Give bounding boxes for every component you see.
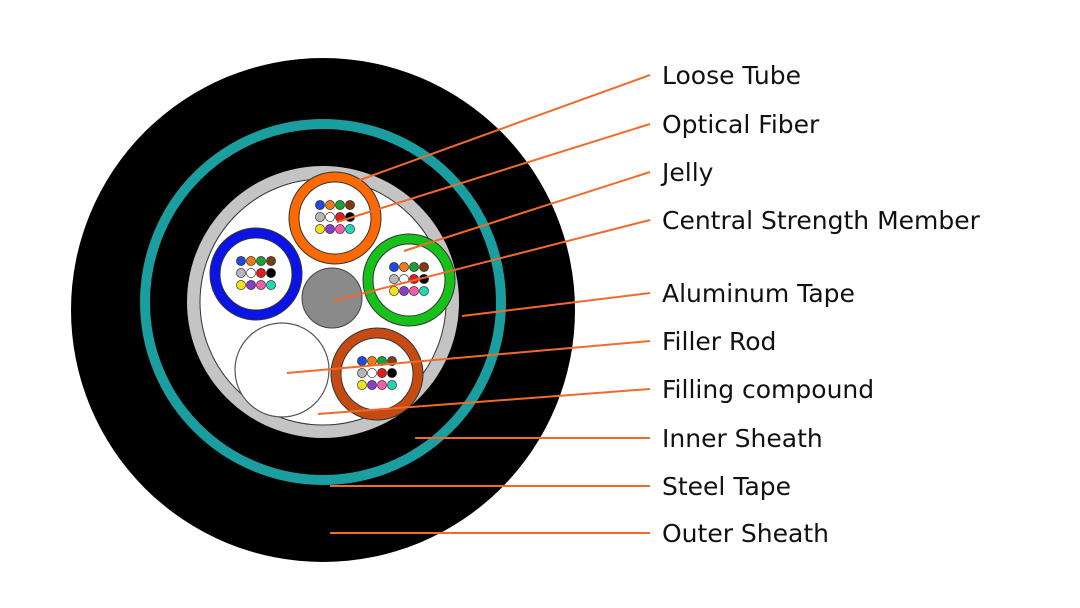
optical-fiber: [256, 256, 266, 266]
optical-fiber: [236, 256, 246, 266]
optical-fiber: [246, 280, 256, 290]
optical-fiber: [236, 280, 246, 290]
leader-line-filling-compound: [317, 388, 651, 415]
leader-line-filler-rod: [286, 340, 651, 374]
optical-fiber: [256, 280, 266, 290]
optical-fiber: [335, 224, 345, 234]
optical-fiber: [409, 262, 419, 272]
optical-fiber: [387, 368, 397, 378]
optical-fiber: [266, 256, 276, 266]
optical-fiber: [387, 380, 397, 390]
optical-fiber: [335, 200, 345, 210]
label-optical-fiber: Optical Fiber: [662, 110, 820, 139]
leader-lines: [286, 74, 651, 534]
optical-fiber: [325, 212, 335, 222]
optical-fiber: [325, 200, 335, 210]
optical-fiber: [409, 286, 419, 296]
loose-tube-green: [362, 233, 456, 327]
optical-fiber: [315, 224, 325, 234]
optical-fiber: [399, 286, 409, 296]
optical-fiber: [377, 380, 387, 390]
fiber-bundle: [315, 200, 355, 234]
fiber-bundle: [357, 356, 397, 390]
optical-fiber: [377, 368, 387, 378]
optical-fiber: [315, 212, 325, 222]
optical-fiber: [345, 224, 355, 234]
optical-fiber: [389, 274, 399, 284]
optical-fiber: [236, 268, 246, 278]
label-loose-tube: Loose Tube: [662, 61, 801, 90]
leader-line-loose-tube: [356, 74, 651, 182]
optical-fiber: [367, 368, 377, 378]
optical-fiber: [389, 286, 399, 296]
central-strength-member: [301, 267, 363, 329]
optical-fiber: [246, 256, 256, 266]
label-aluminum-tape: Aluminum Tape: [662, 279, 855, 308]
label-outer-sheath: Outer Sheath: [662, 519, 829, 548]
optical-fiber: [256, 268, 266, 278]
loose-tube-brown: [330, 327, 424, 421]
fiber-bundle: [236, 256, 276, 290]
loose-tube-blue: [209, 227, 303, 321]
optical-fiber: [419, 262, 429, 272]
label-jelly: Jelly: [660, 158, 714, 187]
optical-fiber: [246, 268, 256, 278]
leader-line-jelly: [403, 171, 651, 252]
label-filler-rod: Filler Rod: [662, 327, 776, 356]
label-steel-tape: Steel Tape: [662, 472, 791, 501]
optical-fiber: [325, 224, 335, 234]
optical-fiber: [399, 262, 409, 272]
leader-line-aluminum-tape: [461, 292, 651, 317]
label-filling-compound: Filling compound: [662, 375, 874, 404]
leader-line-central-strength-member: [332, 219, 651, 302]
loose-tube-orange: [288, 171, 382, 265]
optical-fiber: [357, 356, 367, 366]
leader-line-optical-fiber: [336, 123, 651, 223]
optical-fiber: [357, 380, 367, 390]
optical-fiber: [389, 262, 399, 272]
optical-fiber: [345, 200, 355, 210]
optical-fiber: [419, 286, 429, 296]
optical-fiber: [357, 368, 367, 378]
label-inner-sheath: Inner Sheath: [662, 424, 823, 453]
optical-fiber: [266, 268, 276, 278]
optical-fiber: [367, 380, 377, 390]
optical-fiber: [315, 200, 325, 210]
label-central-strength-member: Central Strength Member: [662, 206, 981, 235]
labels: Loose Tube Optical Fiber Jelly Central S…: [660, 61, 981, 548]
optical-fiber: [266, 280, 276, 290]
steel-tape: [140, 119, 506, 485]
